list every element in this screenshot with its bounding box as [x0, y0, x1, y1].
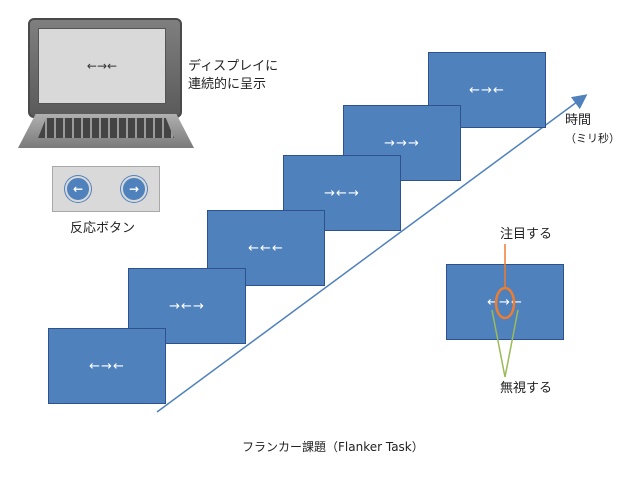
ignore-line-left — [491, 309, 506, 378]
laptop-keyboard — [38, 118, 174, 138]
time-label-line1: 時間 — [565, 113, 592, 128]
attend-oval — [494, 286, 516, 320]
laptop-screen-text: ←→← — [86, 59, 118, 73]
ignore-label: 無視する — [500, 381, 553, 396]
trial-4-text: →←→ — [324, 185, 360, 201]
display-label-line2: 連続的に呈示 — [188, 77, 267, 92]
right-arrow-button-icon: → — [121, 176, 147, 202]
trial-screen-1: ←→← — [48, 328, 166, 404]
attend-label: 注目する — [500, 227, 553, 242]
time-label: 時間 （ミリ秒） — [565, 112, 620, 148]
trial-3-text: ←←← — [248, 240, 284, 256]
display-label-line1: ディスプレイに — [188, 59, 279, 74]
trial-1-text: ←→← — [89, 358, 125, 374]
time-arrow — [156, 94, 588, 413]
display-label: ディスプレイに 連続的に呈示 — [188, 58, 278, 94]
diagram-caption: フランカー課題（Flanker Task） — [242, 440, 424, 454]
trial-6-text: ←→← — [469, 82, 505, 98]
response-button-panel: ← → — [52, 166, 160, 212]
time-label-line2: （ミリ秒） — [565, 132, 620, 145]
ignore-line-right — [504, 309, 519, 378]
left-arrow-button-icon: ← — [65, 176, 91, 202]
trial-5-text: →→→ — [384, 135, 420, 151]
response-button-label: 反応ボタン — [70, 221, 136, 236]
trial-2-text: →←→ — [169, 298, 205, 314]
laptop-screen: ←→← — [38, 28, 166, 104]
